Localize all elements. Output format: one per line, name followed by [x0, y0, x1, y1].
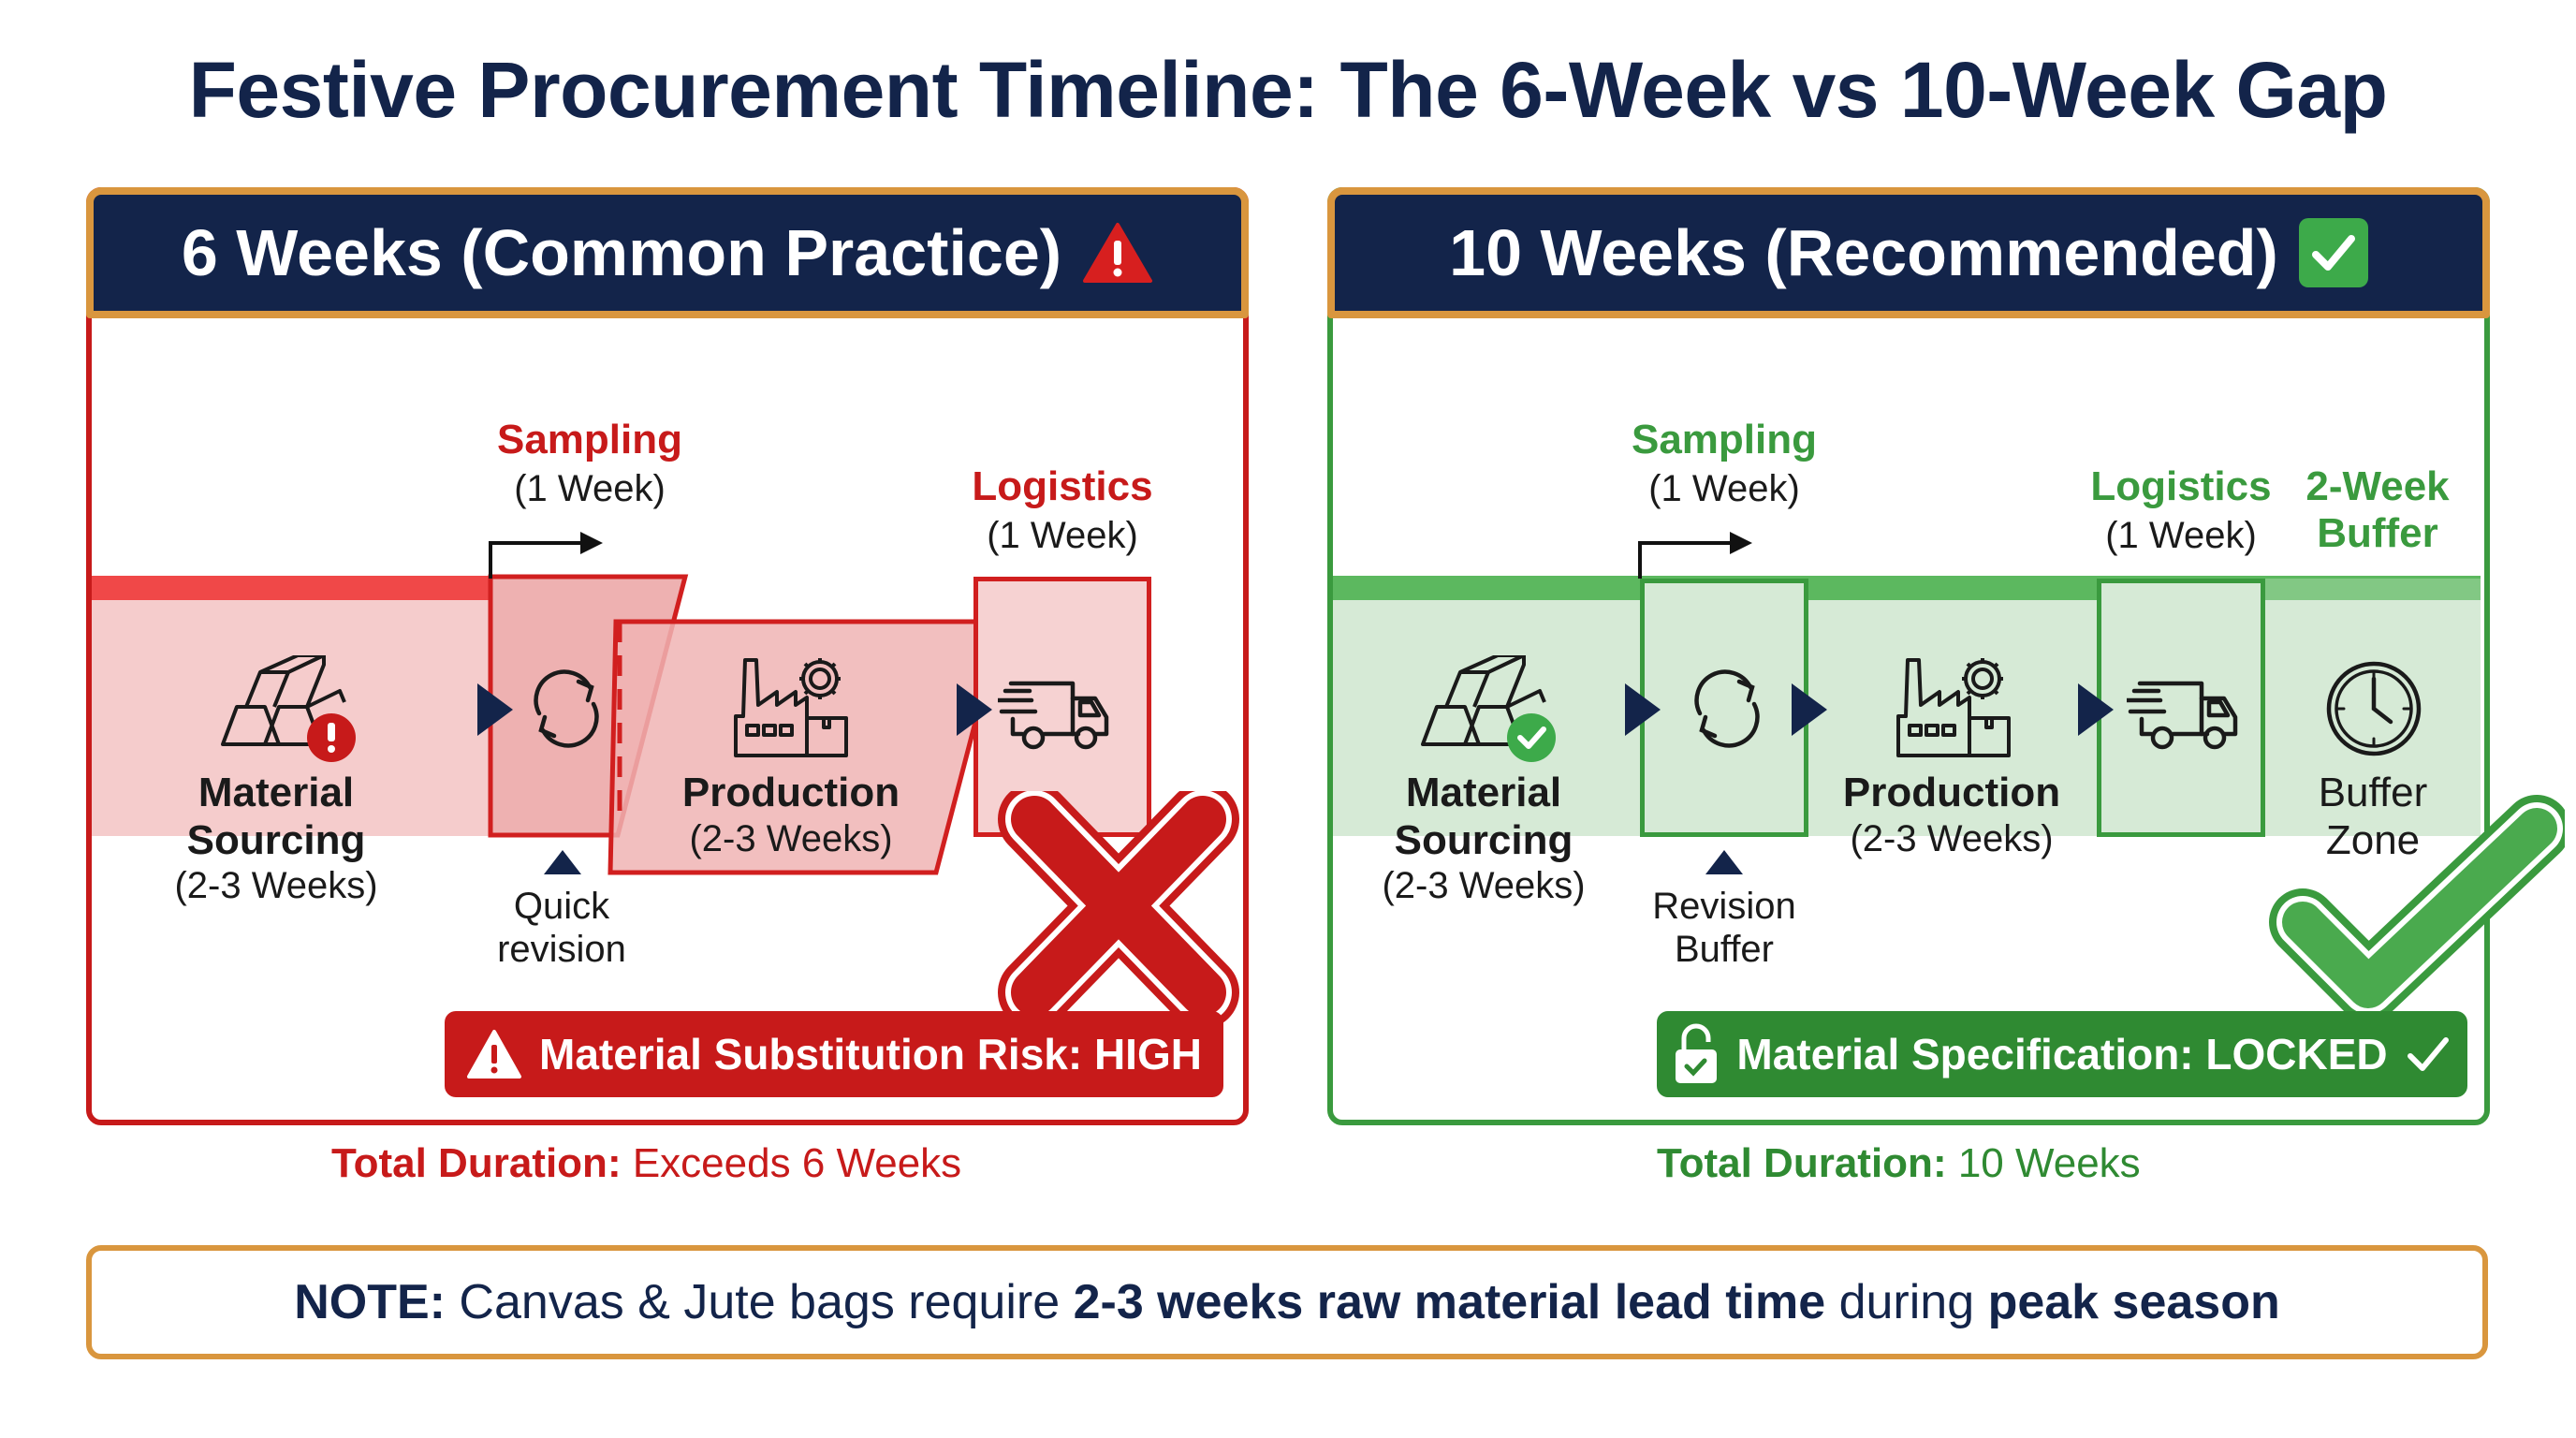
- page-title: Festive Procurement Timeline: The 6-Week…: [188, 46, 2388, 134]
- delivery-truck-icon: [2127, 681, 2238, 750]
- buffer-zone-top: [2265, 579, 2481, 600]
- sourcing-band-top: [92, 576, 492, 600]
- right-production-label: Production (2-3 Weeks): [1842, 770, 2061, 859]
- gold-bars-alert-icon: [221, 655, 356, 762]
- checkbox-check-icon: [2298, 218, 2368, 287]
- substitution-risk-text: Material Substitution Risk: HIGH: [539, 1030, 1202, 1078]
- right-sourcing-label: Material Sourcing (2-3 Weeks): [1382, 770, 1586, 907]
- left-revision-note: Quick revision: [497, 886, 626, 970]
- flow-arrow-icon: [1792, 683, 1827, 736]
- left-logistics-duration: (1 Week): [987, 515, 1138, 556]
- right-sampling-title: Sampling: [1631, 417, 1818, 462]
- note-label: NOTE:: [294, 1275, 446, 1329]
- six-week-panel-header: 6 Weeks (Common Practice): [86, 187, 1249, 318]
- green-check-icon: [2269, 795, 2565, 1021]
- buffer-title-line2: Buffer: [2317, 510, 2438, 556]
- left-total-duration: Total Duration: Exceeds 6 Weeks: [331, 1140, 962, 1186]
- refresh-cycle-icon: [1694, 669, 1760, 748]
- left-timeline-shapes: [488, 574, 973, 875]
- flow-arrow-icon: [477, 683, 513, 736]
- right-sampling-duration: (1 Week): [1648, 468, 1800, 509]
- flow-arrow-icon: [1625, 683, 1661, 736]
- factory-gear-icon: [734, 658, 848, 757]
- step-arrow-icon: [489, 532, 603, 579]
- clock-icon: [2326, 661, 2422, 756]
- specification-locked-status: Material Specification: LOCKED: [1657, 1011, 2467, 1097]
- ten-week-header-text: 10 Weeks (Recommended): [1449, 216, 2278, 289]
- green-logistics-box: [2097, 579, 2265, 837]
- substitution-risk-status: Material Substitution Risk: HIGH: [445, 1011, 1223, 1097]
- warning-triangle-icon: [467, 1030, 522, 1078]
- delivery-truck-icon: [998, 681, 1109, 750]
- check-icon: [2407, 1037, 2449, 1071]
- right-logistics-title: Logistics: [2090, 463, 2272, 509]
- gold-bars-check-icon: [1421, 655, 1556, 762]
- revision-pointer-icon: [1705, 850, 1743, 874]
- refresh-cycle-icon: [534, 669, 599, 748]
- six-week-header-text: 6 Weeks (Common Practice): [181, 216, 1062, 289]
- left-sampling-title: Sampling: [496, 417, 683, 462]
- lead-time-note: NOTE: Canvas & Jute bags require 2-3 wee…: [86, 1245, 2488, 1359]
- right-logistics-duration: (1 Week): [2105, 515, 2257, 556]
- left-sourcing-label: Material Sourcing (2-3 Weeks): [174, 770, 378, 907]
- buffer-zone-label: Buffer Zone: [2318, 770, 2428, 863]
- revision-pointer-icon: [544, 850, 581, 874]
- factory-gear-icon: [1896, 658, 2011, 757]
- ten-week-panel-header: 10 Weeks (Recommended): [1327, 187, 2490, 318]
- left-sampling-duration: (1 Week): [514, 468, 666, 509]
- flow-arrow-icon: [2078, 683, 2114, 736]
- right-revision-note: Revision Buffer: [1652, 886, 1796, 970]
- padlock-check-icon: [1676, 1023, 1718, 1083]
- step-arrow-icon: [1638, 532, 1752, 579]
- left-production-label: Production (2-3 Weeks): [681, 770, 900, 859]
- left-logistics-title: Logistics: [972, 463, 1153, 509]
- right-total-duration: Total Duration: 10 Weeks: [1657, 1140, 2141, 1186]
- buffer-title-line1: 2-Week: [2305, 463, 2450, 509]
- red-x-icon: [998, 791, 1239, 1025]
- warning-triangle-icon: [1082, 222, 1153, 284]
- specification-locked-text: Material Specification: LOCKED: [1736, 1030, 2388, 1078]
- flow-arrow-icon: [957, 683, 992, 736]
